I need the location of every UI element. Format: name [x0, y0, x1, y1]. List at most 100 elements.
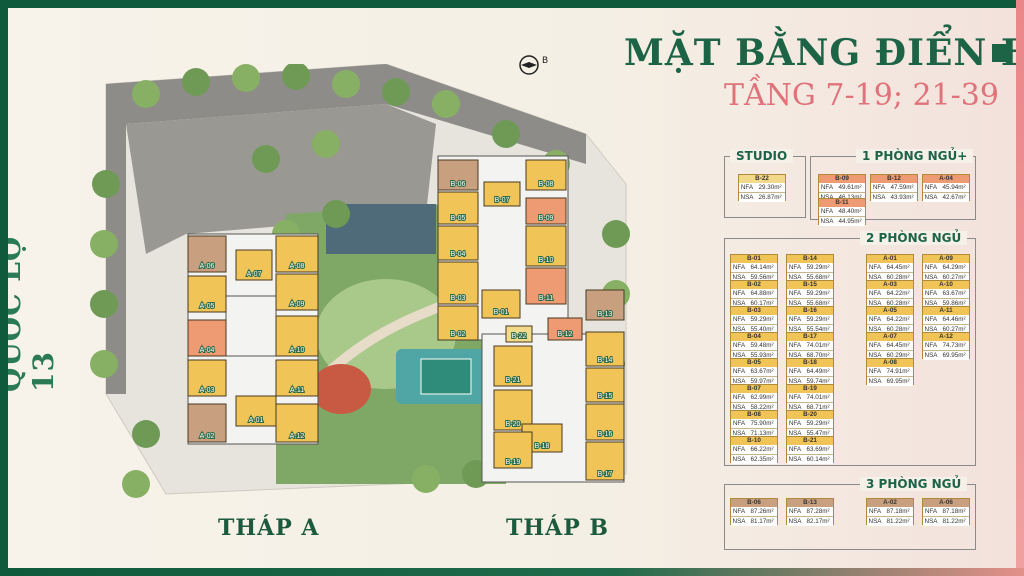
nfa-value: 64.88m² — [750, 290, 774, 297]
unit-a-08[interactable] — [275, 235, 319, 273]
nfa-label: NFA — [872, 184, 886, 191]
unit-b-17[interactable] — [585, 441, 625, 481]
nfa-value: 63.67m² — [942, 290, 966, 297]
unit-card-nfa-row: NFA 47.59m² — [871, 183, 917, 192]
nsa-value: 44.95m² — [838, 218, 862, 225]
unit-label: B-22 — [512, 333, 527, 340]
nsa-value: 60.28m² — [886, 300, 910, 307]
nfa-value: 59.48m² — [750, 342, 774, 349]
unit-a-09[interactable] — [275, 273, 319, 311]
nsa-value: 82.17m² — [806, 518, 830, 525]
nsa-label: NSA — [924, 274, 938, 281]
nsa-label: NSA — [732, 430, 746, 437]
unit-a-06[interactable] — [187, 235, 227, 273]
unit-b-04[interactable] — [437, 225, 479, 261]
unit-b-21[interactable] — [493, 345, 533, 387]
nsa-label: NSA — [868, 378, 882, 385]
tree-icon — [122, 470, 150, 498]
unit-label: B-02 — [451, 331, 466, 338]
unit-label: A-02 — [200, 433, 215, 440]
unit-b-12[interactable] — [547, 317, 583, 341]
unit-b-19[interactable] — [493, 431, 533, 469]
unit-card-code: B-12 — [887, 175, 901, 182]
unit-b-09[interactable] — [525, 197, 567, 225]
unit-a-05[interactable] — [187, 275, 227, 313]
unit-b-14[interactable] — [585, 331, 625, 367]
unit-b-03[interactable] — [437, 261, 479, 305]
unit-b-15[interactable] — [585, 367, 625, 403]
nsa-label: NSA — [924, 326, 938, 333]
unit-card-code: B-17 — [803, 333, 817, 340]
nsa-value: 55.40m² — [750, 326, 774, 333]
nsa-value: 81.22m² — [942, 518, 966, 525]
nsa-value: 81.22m² — [886, 518, 910, 525]
unit-label: B-14 — [598, 357, 613, 364]
unit-label: B-08 — [539, 181, 554, 188]
nfa-value: 59.29m² — [806, 316, 830, 323]
tree-icon — [332, 70, 360, 98]
unit-b-11[interactable] — [525, 267, 567, 305]
nfa-value: 62.99m² — [750, 394, 774, 401]
unit-b-13[interactable] — [585, 289, 625, 321]
unit-b-16[interactable] — [585, 403, 625, 441]
unit-card-code: B-09 — [835, 175, 849, 182]
unit-card-code: B-19 — [803, 385, 817, 392]
unit-label: A-03 — [200, 387, 215, 394]
nfa-label: NFA — [788, 446, 802, 453]
nfa-value: 87.18m² — [886, 508, 910, 515]
unit-b-06[interactable] — [437, 159, 479, 191]
unit-b-20[interactable] — [493, 389, 533, 431]
unit-a-11[interactable] — [275, 359, 319, 397]
unit-b-05[interactable] — [437, 191, 479, 225]
unit-a-03[interactable] — [187, 359, 227, 397]
nsa-label: NSA — [868, 518, 882, 525]
nsa-value: 59.86m² — [942, 300, 966, 307]
nfa-label: NFA — [740, 184, 754, 191]
unit-a-10[interactable] — [275, 315, 319, 357]
nfa-label: NFA — [820, 184, 834, 191]
nfa-value: 47.59m² — [890, 184, 914, 191]
unit-b-08[interactable] — [525, 159, 567, 191]
unit-card-code: B-04 — [747, 333, 761, 340]
unit-b-07[interactable] — [483, 181, 521, 207]
unit-card-code: A-03 — [883, 281, 897, 288]
unit-b-10[interactable] — [525, 225, 567, 267]
nfa-label: NFA — [788, 264, 802, 271]
unit-b-01[interactable] — [481, 289, 521, 319]
nsa-value: 69.95m² — [942, 352, 966, 359]
unit-label: B-04 — [451, 251, 466, 258]
unit-b-02[interactable] — [437, 305, 479, 341]
unit-label: A-10 — [290, 347, 305, 354]
nsa-label: NSA — [788, 326, 802, 333]
unit-b-22[interactable] — [505, 325, 533, 343]
unit-a-02[interactable] — [187, 403, 227, 443]
unit-card-code: A-09 — [939, 255, 953, 262]
unit-a-07[interactable] — [235, 249, 273, 281]
nsa-label: NSA — [788, 352, 802, 359]
tower-b-title: THÁP B — [506, 515, 610, 541]
nsa-value: 55.54m² — [806, 326, 830, 333]
unit-a-04[interactable] — [187, 319, 227, 357]
unit-a-12[interactable] — [275, 403, 319, 443]
nsa-label: NSA — [788, 456, 802, 463]
